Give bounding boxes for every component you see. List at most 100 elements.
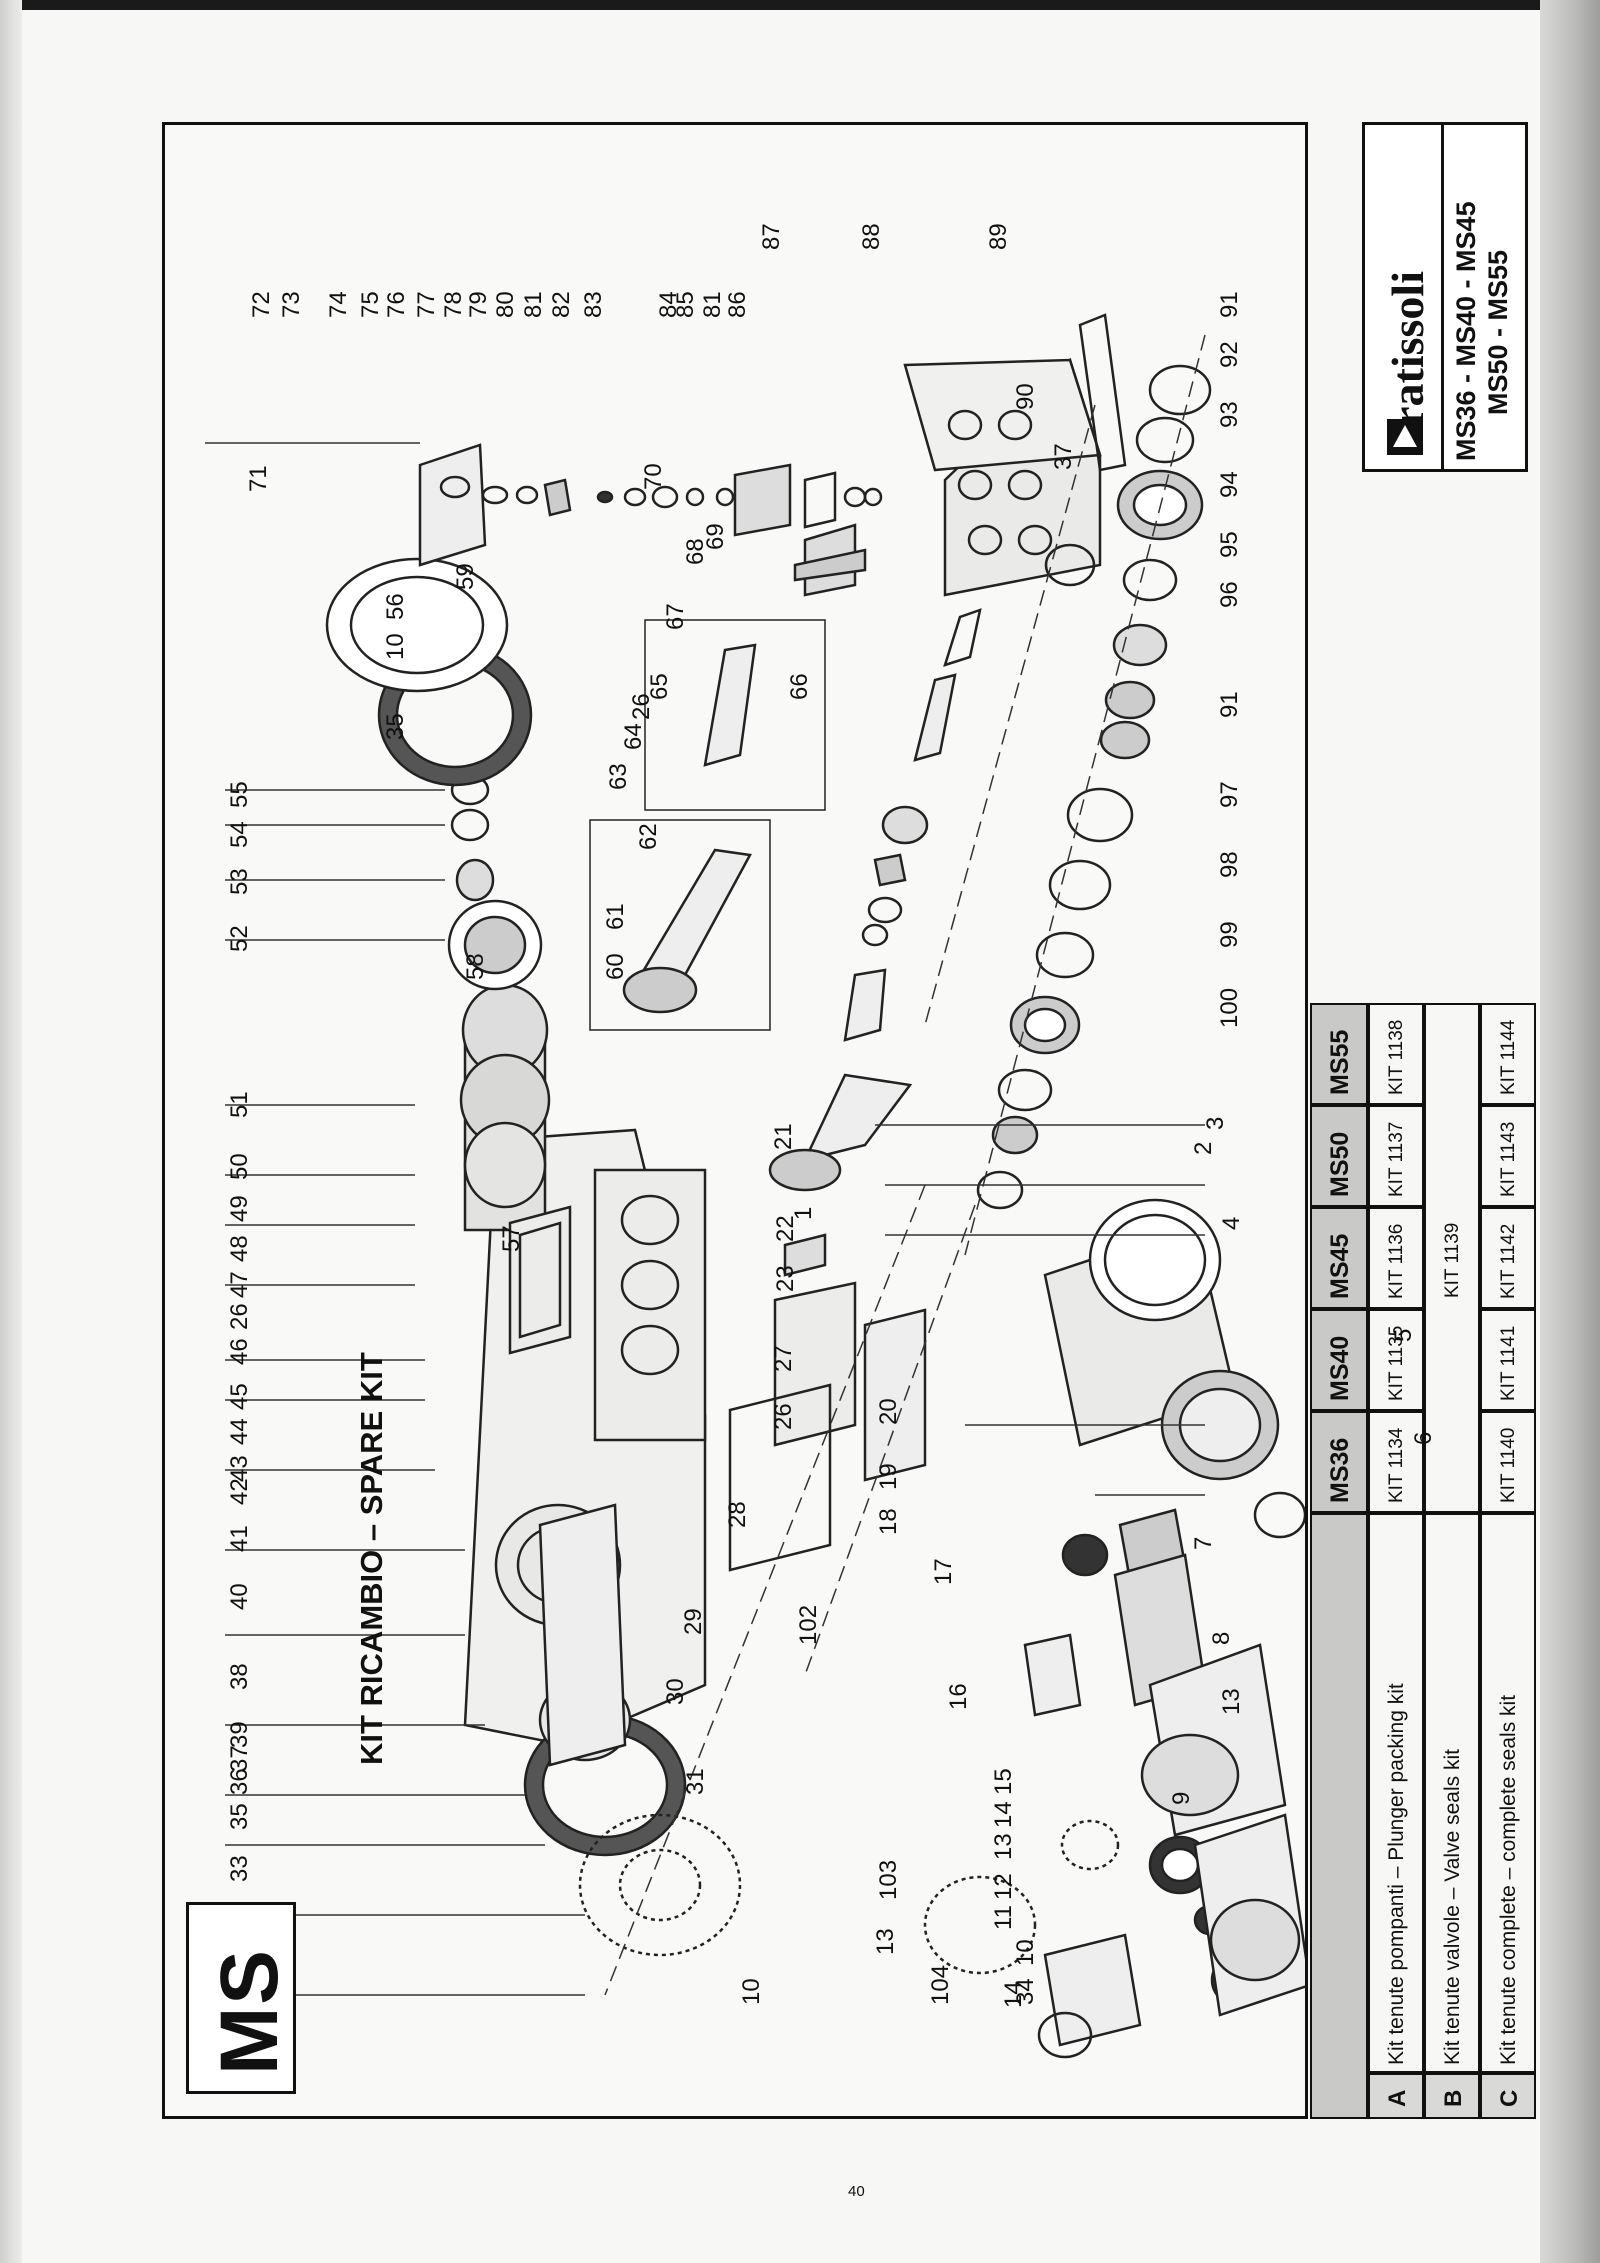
kit-title: KIT RICAMBIO – SPARE KIT [354,1352,389,1765]
page-number: 40 [848,2183,865,2200]
callout-number: 28 [724,1501,751,1528]
callout-number: 7 [1190,1536,1217,1550]
callout-number: 37 [226,1745,253,1772]
callout-number: 97 [1216,781,1243,808]
kit-header-ms55: MS55 [1326,1029,1354,1095]
callout-number: 9 [1168,1791,1195,1805]
callout-number: 61 [602,903,629,930]
callout-number: 52 [226,925,253,952]
callout-number: 59 [452,563,479,590]
callout-number: 19 [875,1463,902,1490]
kit-code: KIT 1137 [1386,1121,1407,1197]
callout-number: 66 [786,673,813,700]
series-label-box: MS [186,1902,296,2094]
callout-number: 83 [580,291,607,318]
callout-number: 69 [702,523,729,550]
callout-number: 102 [795,1604,822,1645]
brand-divider [1441,125,1444,469]
kit-header-ms36: MS36 [1326,1437,1354,1503]
callout-number: 76 [383,291,410,318]
callout-number: 96 [1216,581,1243,608]
callout-number: 39 [226,1721,253,1748]
callout-number: 13 [872,1928,899,1955]
callout-number: 26 [226,1303,253,1330]
kit-row-letter-cell: C [1480,2073,1536,2119]
kit-row-letter: C [1496,2089,1523,2107]
kit-header-cell: MS55 [1310,1003,1368,1105]
callout-number: 42 [226,1478,253,1505]
callout-number: 81 [699,291,726,318]
page-left-edge [0,0,22,2263]
callout-number: 78 [440,291,467,318]
callout-number: 13 [1218,1688,1245,1715]
kit-row-description-cell: Kit tenute pompanti – Plunger packing ki… [1368,1513,1424,2073]
callout-number: 91 [1216,691,1243,718]
callout-number: 95 [1216,531,1243,558]
kit-header-ms50: MS50 [1326,1131,1354,1197]
callout-number: 17 [930,1558,957,1585]
callout-number: 90 [1012,383,1039,410]
kit-row-letter: B [1440,2089,1467,2107]
kit-row-code-cell: KIT 1135 [1368,1309,1424,1411]
callout-number: 10 [382,633,409,660]
callout-number: 75 [357,291,384,318]
callout-number: 53 [226,868,253,895]
page-top-shadow [0,0,1600,10]
callout-number: 104 [927,1964,954,2005]
callout-number: 29 [680,1608,707,1635]
kit-row-code-cell: KIT 1137 [1368,1105,1424,1207]
callout-number: 62 [635,823,662,850]
kit-code: KIT 1138 [1386,1019,1407,1095]
callout-number: 23 [772,1265,799,1292]
callout-number: 37 [1050,443,1077,470]
callout-number: 47 [226,1271,253,1298]
callout-number: 99 [1216,921,1243,948]
kit-header-ms40: MS40 [1326,1335,1354,1401]
callout-number: 40 [226,1583,253,1610]
callout-number: 2 [1190,1141,1217,1155]
kit-row-description: Kit tenute complete – complete seals kit [1497,1694,1520,2065]
callout-number: 46 [226,1338,253,1365]
callout-number: 10 [1012,1939,1039,1966]
callout-number: 77 [413,291,440,318]
callout-number: 16 [945,1683,972,1710]
callout-number: 86 [724,291,751,318]
callout-number: 85 [672,291,699,318]
kit-row-code-cell: KIT 1136 [1368,1207,1424,1309]
callout-number: 31 [682,1768,709,1795]
kit-row-code-cell: KIT 1138 [1368,1003,1424,1105]
callout-number: 41 [226,1525,253,1552]
kit-row-description-cell: Kit tenute complete – complete seals kit [1480,1513,1536,2073]
callout-number: 36 [226,1768,253,1795]
kit-row-description: Kit tenute valvole – Valve seals kit [1441,1749,1464,2065]
kit-code: KIT 1135 [1386,1325,1407,1401]
callout-number: 18 [875,1508,902,1535]
kit-code: KIT 1139 [1442,1222,1463,1298]
callout-number: 44 [226,1418,253,1445]
kit-header-cell: MS40 [1310,1309,1368,1411]
kit-code: KIT 1136 [1386,1223,1407,1299]
callout-number: 64 [620,723,647,750]
callout-number: 58 [462,953,489,980]
brand-models-line1: MS36 - MS40 - MS45 [1451,201,1481,461]
callout-number: 55 [226,781,253,808]
kit-row-code-cell: KIT 1140 [1480,1411,1536,1513]
kit-row-code-merged: KIT 1139 [1424,1003,1480,1513]
kit-header-ms45: MS45 [1326,1233,1354,1299]
callout-number: 93 [1216,401,1243,428]
callout-number: 72 [248,291,275,318]
callout-number: 100 [1216,987,1243,1028]
brand-models-line2: MS50 - MS55 [1483,249,1513,415]
kit-header-cell: MS45 [1310,1207,1368,1309]
callout-number: 33 [226,1855,253,1882]
callout-number: 10 [738,1978,765,2005]
kit-code: KIT 1140 [1498,1427,1519,1503]
callout-number: 45 [226,1383,253,1410]
callout-number: 14 [990,1801,1017,1828]
callout-number: 12 [990,1873,1017,1900]
kit-header-blank [1310,1513,1368,2119]
callout-number: 92 [1216,341,1243,368]
callout-number: 51 [226,1091,253,1118]
callout-number: 49 [226,1195,253,1222]
callout-number: 43 [226,1455,253,1482]
